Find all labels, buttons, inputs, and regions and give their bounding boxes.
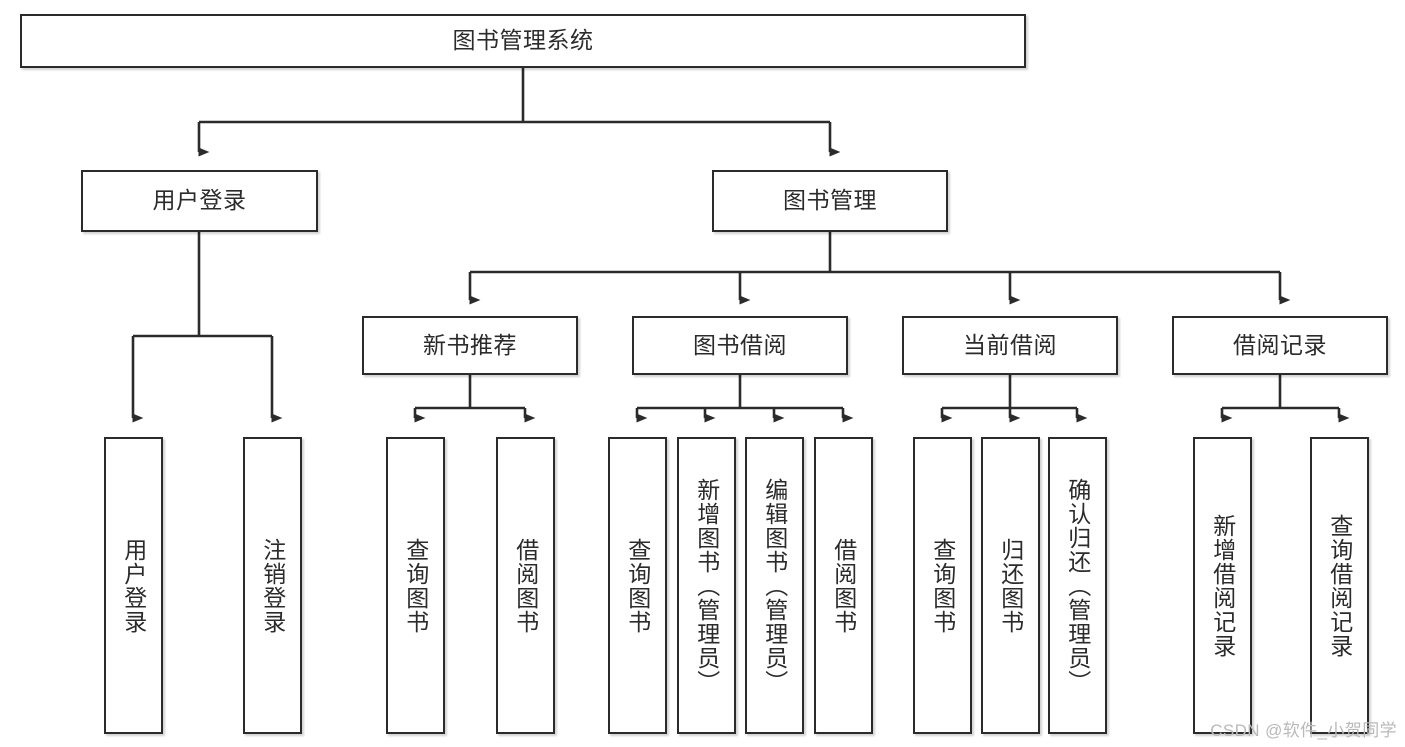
node-label: 查询图书 xyxy=(402,537,429,634)
node-label: 归还图书 xyxy=(997,537,1024,634)
node-current-borrow[interactable]: 当前借阅 xyxy=(902,316,1118,375)
node-label: 查询图书 xyxy=(624,537,651,634)
watermark: CSDN @软件_小贺同学 xyxy=(1210,721,1397,740)
node-label: 查询图书 xyxy=(929,537,956,634)
leaf-book-borrow-query[interactable]: 查询图书 xyxy=(608,437,667,734)
node-label: 借阅记录 xyxy=(1233,331,1327,358)
node-label: 借阅图书 xyxy=(830,537,857,634)
leaf-current-borrow-return[interactable]: 归还图书 xyxy=(981,437,1040,734)
leaf-book-borrow-add[interactable]: 新增图书（管理员） xyxy=(677,437,736,734)
leaf-borrow-record-query[interactable]: 查询借阅记录 xyxy=(1310,437,1369,734)
leaf-user-login-login[interactable]: 用户登录 xyxy=(104,437,163,734)
node-label: 图书借阅 xyxy=(693,331,787,358)
node-label: 注销登录 xyxy=(259,537,286,634)
node-book-borrow[interactable]: 图书借阅 xyxy=(632,316,848,375)
leaf-new-book-query[interactable]: 查询图书 xyxy=(386,437,445,734)
node-root-system[interactable]: 图书管理系统 xyxy=(20,14,1026,68)
node-new-book-recommend[interactable]: 新书推荐 xyxy=(362,316,578,375)
node-label: 编辑图书（管理员） xyxy=(761,477,788,694)
leaf-current-borrow-query[interactable]: 查询图书 xyxy=(913,437,972,734)
node-label: 当前借阅 xyxy=(963,331,1057,358)
leaf-book-borrow-borrow[interactable]: 借阅图书 xyxy=(814,437,873,734)
node-user-login[interactable]: 用户登录 xyxy=(81,170,318,232)
node-label: 图书管理 xyxy=(783,187,877,214)
leaf-book-borrow-edit[interactable]: 编辑图书（管理员） xyxy=(745,437,804,734)
leaf-borrow-record-add[interactable]: 新增借阅记录 xyxy=(1193,437,1252,734)
node-label: 查询借阅记录 xyxy=(1326,513,1353,658)
node-borrow-record[interactable]: 借阅记录 xyxy=(1172,316,1388,375)
node-label: 新增借阅记录 xyxy=(1209,513,1236,658)
node-label: 新书推荐 xyxy=(423,331,517,358)
leaf-current-borrow-confirm[interactable]: 确认归还（管理员） xyxy=(1048,437,1107,734)
node-label: 图书管理系统 xyxy=(452,27,594,54)
leaf-user-login-logout[interactable]: 注销登录 xyxy=(243,437,302,734)
node-label: 用户登录 xyxy=(120,537,147,634)
node-label: 借阅图书 xyxy=(512,537,539,634)
node-label: 用户登录 xyxy=(152,187,247,214)
node-book-management[interactable]: 图书管理 xyxy=(712,170,948,232)
leaf-new-book-borrow[interactable]: 借阅图书 xyxy=(496,437,555,734)
node-label: 确认归还（管理员） xyxy=(1064,477,1091,694)
node-label: 新增图书（管理员） xyxy=(693,477,720,694)
